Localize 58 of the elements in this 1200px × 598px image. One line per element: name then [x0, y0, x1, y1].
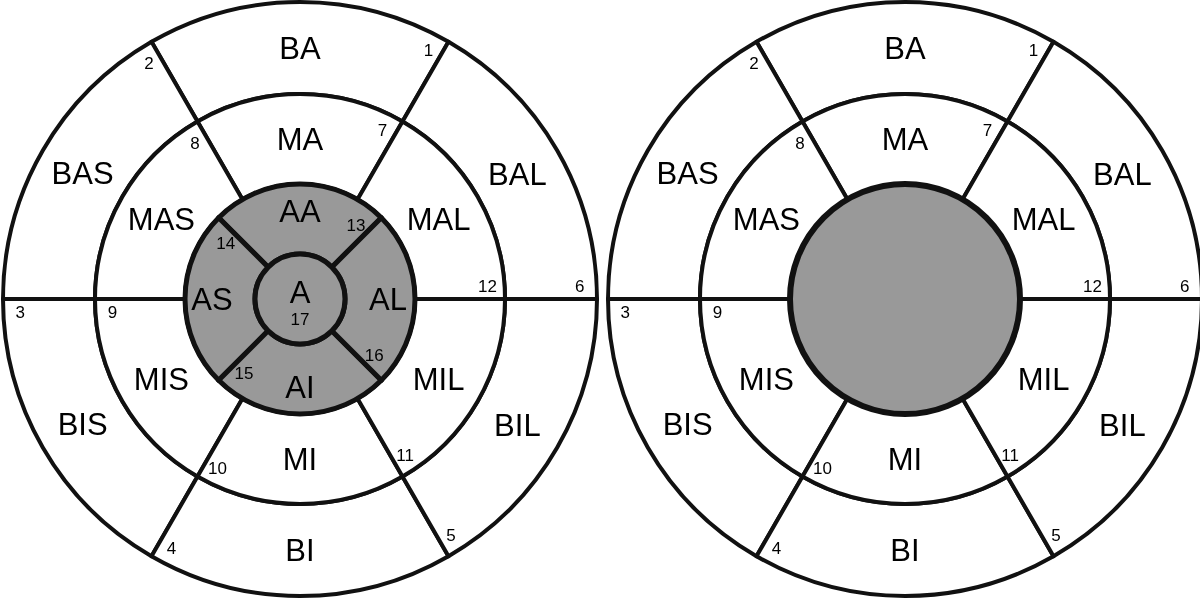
segment-label: BIL: [1099, 409, 1146, 440]
segment-number: 9: [712, 303, 723, 321]
segment-label: AI: [285, 371, 315, 403]
segment-label: AS: [191, 283, 233, 315]
segment-label: BAL: [1093, 158, 1152, 189]
segment-number: 14: [216, 234, 236, 252]
segment-number: 17: [290, 310, 310, 328]
segment-label: A: [289, 276, 311, 308]
segment-label: AL: [369, 283, 407, 315]
segment-label: BA: [884, 32, 926, 64]
segment-label: MAS: [732, 203, 800, 235]
segment-number: 6: [574, 277, 585, 295]
segment-label: MI: [282, 443, 318, 475]
segment-number: 3: [620, 303, 631, 321]
segment-label: BIS: [57, 409, 108, 440]
segment-label: BI: [890, 534, 920, 566]
segment-label: AA: [279, 195, 321, 227]
segment-number: 7: [377, 121, 388, 139]
segment-label: MAS: [127, 203, 195, 235]
segment-label: MI: [887, 443, 923, 475]
segment-number: 10: [208, 459, 227, 477]
segment-label: BAS: [656, 158, 719, 189]
segment-label: MA: [276, 123, 324, 155]
segment-label: MIS: [133, 363, 189, 395]
segment-number: 2: [144, 54, 154, 72]
segment-label: BIS: [662, 409, 713, 440]
segment-label: BAS: [51, 158, 114, 189]
segment-label: MIL: [1017, 363, 1070, 395]
segment-number: 2: [749, 54, 759, 72]
segment-label: MAL: [406, 203, 471, 235]
segment-label: MAL: [1011, 203, 1076, 235]
segment-number: 9: [107, 303, 118, 321]
segment-number: 11: [1001, 446, 1019, 464]
segment-number: 1: [423, 41, 434, 59]
segment-label: MIS: [738, 363, 794, 395]
segment-number: 8: [190, 134, 200, 152]
segment-number: 4: [771, 539, 782, 557]
segment-number: 11: [396, 446, 414, 464]
segment-label: BI: [285, 534, 315, 566]
segment-number: 13: [346, 216, 366, 234]
segment-number: 3: [15, 303, 26, 321]
segment-number: 4: [166, 539, 177, 557]
segment-label: BIL: [494, 409, 541, 440]
segment-label: BAL: [488, 158, 547, 189]
segment-number: 10: [813, 459, 832, 477]
segment-number: 1: [1028, 41, 1039, 59]
segment-number: 5: [1051, 526, 1061, 544]
segment-number: 15: [234, 364, 254, 382]
segment-number: 12: [1083, 277, 1102, 295]
segment-number: 6: [1179, 277, 1190, 295]
segment-label: MIL: [412, 363, 465, 395]
segment-number: 12: [478, 277, 497, 295]
segment-label: MA: [881, 123, 929, 155]
segment-label: BA: [279, 32, 321, 64]
segment-number: 5: [446, 526, 456, 544]
segment-number: 16: [364, 346, 384, 364]
segment-number: 8: [795, 134, 805, 152]
segment-number: 7: [982, 121, 993, 139]
